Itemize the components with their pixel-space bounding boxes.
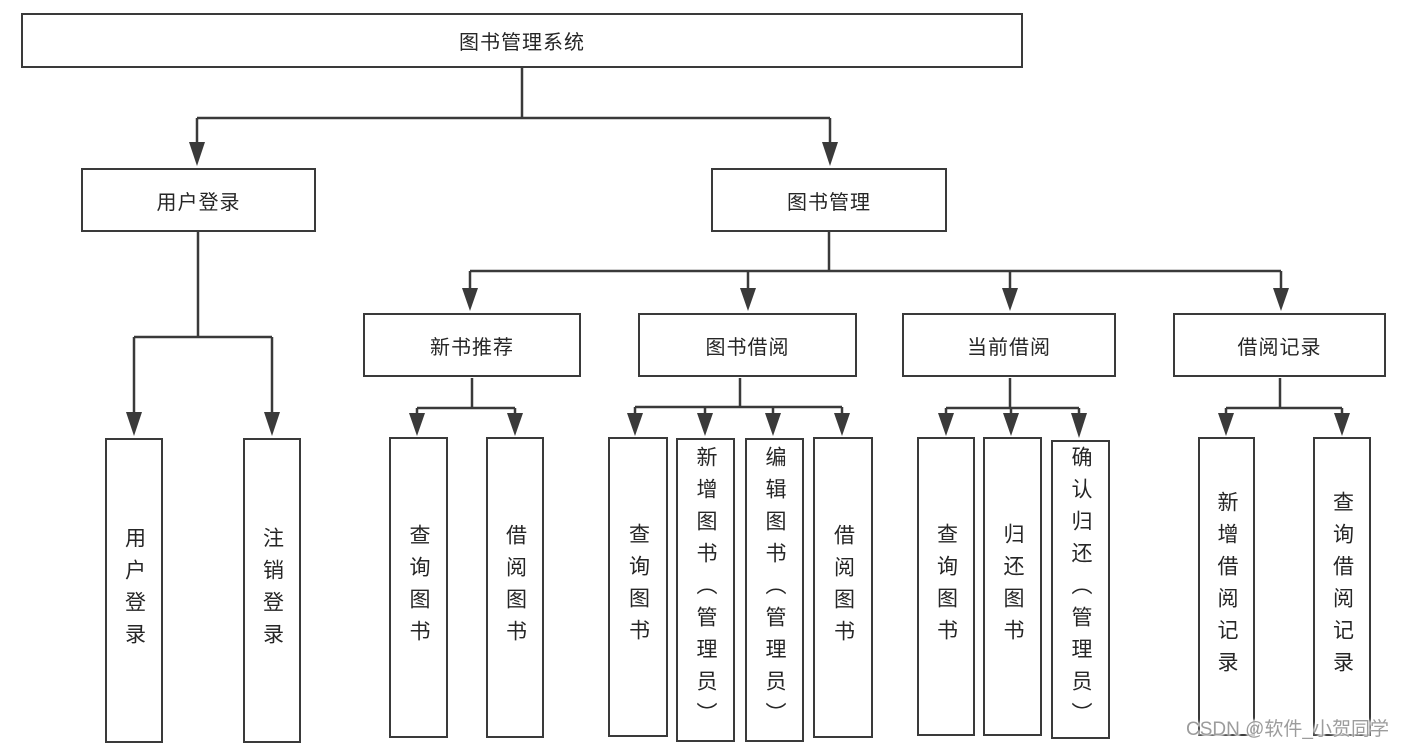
arrowhead-icon	[834, 413, 850, 436]
node-label: 新增图书（管理员）	[694, 446, 717, 734]
node-label: 查询图书	[934, 522, 958, 651]
node-user-login-leaf: 用户登录	[105, 438, 163, 743]
node-book-management: 图书管理	[711, 168, 947, 232]
node-current-borrow: 当前借阅	[902, 313, 1116, 377]
arrowhead-icon	[822, 142, 838, 166]
arrowhead-icon	[1273, 288, 1289, 311]
arrowhead-icon	[1334, 413, 1350, 436]
tree-edges	[132, 67, 1344, 420]
node-label: 借阅图书	[831, 523, 855, 652]
csdn-watermark: CSDN @软件_小贺同学	[1186, 719, 1389, 740]
node-label: 图书管理	[787, 191, 871, 214]
node-label: 借阅记录	[1237, 336, 1322, 359]
arrowheads	[126, 142, 1350, 438]
node-label: 确认归还（管理员）	[1069, 445, 1092, 734]
node-new-book-recommend: 新书推荐	[363, 313, 581, 377]
node-add-borrow-record: 新增借阅记录	[1198, 437, 1255, 736]
node-add-books-admin: 新增图书（管理员）	[676, 438, 735, 742]
node-borrow-books: 借阅图书	[813, 437, 873, 738]
node-logout: 注销登录	[243, 438, 301, 743]
node-confirm-return-admin: 确认归还（管理员）	[1051, 440, 1110, 739]
arrowhead-icon	[938, 413, 954, 436]
arrowhead-icon	[462, 288, 478, 311]
arrowhead-icon	[627, 413, 643, 436]
arrowhead-icon	[189, 142, 205, 166]
node-label: 图书借阅	[705, 336, 790, 359]
arrowhead-icon	[697, 413, 713, 436]
node-label: 查询图书	[407, 523, 430, 652]
node-label: 新书推荐	[430, 336, 514, 359]
node-label: 当前借阅	[967, 336, 1051, 359]
node-borrow-books-newbook: 借阅图书	[486, 437, 544, 738]
node-label: 编辑图书（管理员）	[763, 446, 786, 734]
arrowhead-icon	[740, 288, 756, 311]
node-user-login: 用户登录	[81, 168, 316, 232]
node-label: 新增借阅记录	[1215, 490, 1238, 683]
node-label: 归还图书	[1001, 522, 1024, 651]
node-label: 查询借阅记录	[1330, 490, 1354, 683]
node-book-borrow: 图书借阅	[638, 313, 857, 377]
arrowhead-icon	[1003, 413, 1019, 436]
node-query-books-borrow: 查询图书	[608, 437, 668, 737]
node-label: 用户登录	[156, 191, 241, 214]
node-label: 用户登录	[122, 526, 146, 655]
node-query-books-newbook: 查询图书	[389, 437, 448, 738]
node-borrow-records: 借阅记录	[1173, 313, 1386, 377]
arrowhead-icon	[507, 413, 523, 436]
node-query-borrow-record: 查询借阅记录	[1313, 437, 1371, 736]
node-return-books: 归还图书	[983, 437, 1042, 736]
arrowhead-icon	[1002, 288, 1018, 311]
node-query-books-current: 查询图书	[917, 437, 975, 736]
arrowhead-icon	[765, 413, 781, 436]
node-library-system: 图书管理系统	[21, 13, 1023, 68]
node-label: 图书管理系统	[459, 32, 585, 54]
arrowhead-icon	[126, 412, 142, 436]
node-label: 查询图书	[626, 523, 650, 651]
node-label: 注销登录	[260, 526, 284, 655]
arrowhead-icon	[1071, 413, 1087, 438]
node-label: 借阅图书	[503, 523, 527, 652]
arrowhead-icon	[1218, 413, 1234, 436]
arrowhead-icon	[409, 413, 425, 436]
arrowhead-icon	[264, 412, 280, 436]
node-edit-books-admin: 编辑图书（管理员）	[745, 438, 804, 742]
